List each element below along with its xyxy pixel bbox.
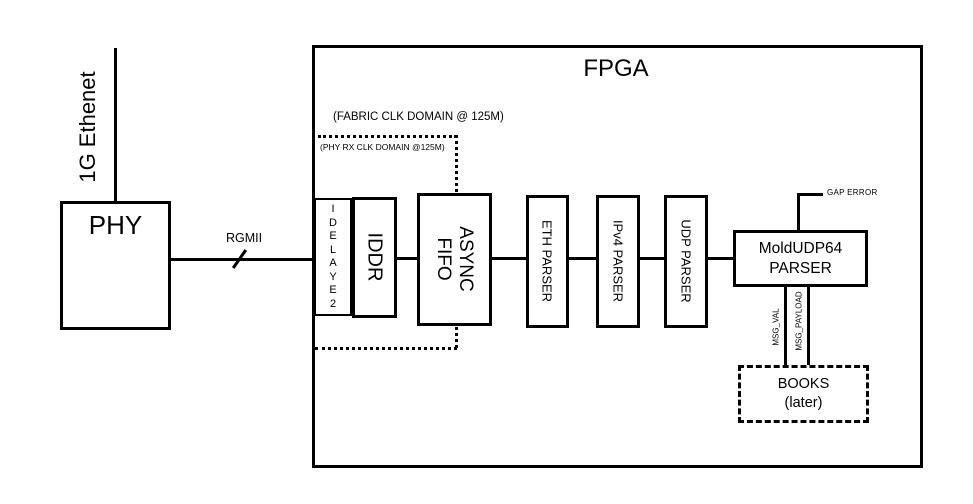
msg-payload-line (807, 287, 810, 365)
eth-parser-label: ETH PARSER (539, 219, 555, 303)
moldudp64-parser-label: MoldUDP64 PARSER (758, 240, 843, 277)
msg-payload-label: MSG_PAYLOAD (794, 291, 804, 351)
moldudp64-parser-block: MoldUDP64 PARSER (733, 230, 868, 287)
ethernet-line (114, 48, 117, 201)
async-fifo-block (417, 193, 492, 326)
iddr-block (352, 197, 397, 318)
iddr-fifo-line (397, 257, 417, 260)
rgmii-line (171, 258, 315, 261)
msg-val-line (784, 287, 787, 365)
phy-label: PHY (88, 210, 143, 240)
fpga-title: FPGA (583, 55, 649, 82)
udp-parser-block (664, 195, 708, 328)
msg-val-label: MSG_VAL (771, 308, 781, 346)
fifo-eth-line (492, 257, 526, 260)
phy-block: PHY (60, 201, 171, 330)
ethernet-label: 1G Ethenet (75, 71, 100, 183)
clk-domain-dotted-top (318, 135, 457, 138)
iddr-label: IDDR (363, 232, 386, 282)
books-block: BOOKS (later) (738, 365, 869, 423)
rgmii-label: RGMII (225, 231, 263, 245)
udp-parser-label: UDP PARSER (678, 219, 694, 303)
ipv4-udp-line (640, 257, 664, 260)
phy-rx-clk-domain-label: (PHY RX CLK DOMAIN @125M) (320, 142, 445, 152)
gap-error-vline (797, 193, 800, 230)
eth-parser-block (526, 195, 569, 328)
books-label: BOOKS (later) (777, 376, 830, 411)
clk-domain-dotted-bottom (315, 347, 457, 350)
udp-mold-line (708, 257, 733, 260)
ipv4-parser-label: IPv4 PARSER (610, 219, 626, 303)
eth-ipv4-line (569, 257, 596, 260)
ipv4-parser-block (596, 195, 640, 328)
gap-error-hline (797, 193, 823, 196)
idelaye2-label: IDELAYE2 (329, 203, 337, 310)
async-fifo-label: ASYNC FIFO (433, 226, 476, 292)
idelaye2-block: IDELAYE2 (314, 198, 352, 316)
gap-error-label: GAP ERROR (827, 188, 878, 197)
fabric-clk-domain-label: (FABRIC CLK DOMAIN @ 125M) (333, 111, 504, 123)
